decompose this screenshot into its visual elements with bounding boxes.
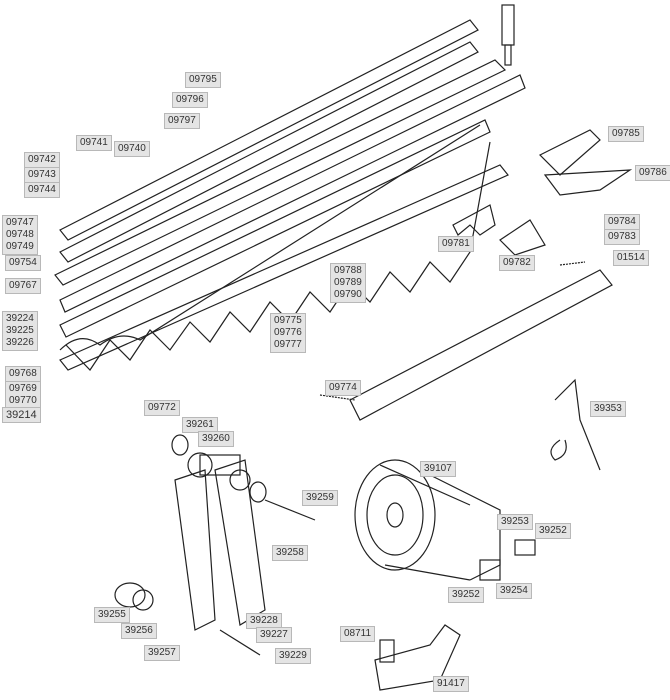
part-label-09775-09777: 09775 09776 09777 <box>270 313 306 353</box>
part-label-09796: 09796 <box>172 92 208 108</box>
pitman-arm <box>319 261 613 421</box>
part-label-39227: 39227 <box>256 627 292 643</box>
part-label-08711: 08711 <box>340 626 376 642</box>
part-label-39258: 39258 <box>272 545 308 561</box>
part-label-39353: 39353 <box>590 401 626 417</box>
part-label-09772: 09772 <box>144 400 180 416</box>
part-label-39224-39226: 39224 39225 39226 <box>2 311 38 351</box>
part-label-39229: 39229 <box>275 648 311 664</box>
bracket-91417 <box>374 624 461 691</box>
part-label-09747-09749: 09747 09748 09749 <box>2 215 38 255</box>
part-label-39107: 39107 <box>420 461 456 477</box>
part-label-09743: 09743 <box>24 167 60 183</box>
part-label-09767: 09767 <box>5 278 41 294</box>
part-label-09740: 09740 <box>114 141 150 157</box>
part-label-39259: 39259 <box>302 490 338 506</box>
part-label-39260: 39260 <box>198 431 234 447</box>
spring-39353 <box>550 378 601 471</box>
part-label-09785: 09785 <box>608 126 644 142</box>
part-label-39254: 39254 <box>496 583 532 599</box>
part-label-39255: 39255 <box>94 607 130 623</box>
part-label-09774: 09774 <box>325 380 361 396</box>
part-label-39257: 39257 <box>144 645 180 661</box>
part-label-09783: 09783 <box>604 229 640 245</box>
part-label-09786: 09786 <box>635 165 670 181</box>
part-label-09784: 09784 <box>604 214 640 230</box>
part-label-09768: 09768 <box>5 366 41 382</box>
part-label-39256: 39256 <box>121 623 157 639</box>
part-label-91417: 91417 <box>433 676 469 692</box>
part-label-39252-a: 39252 <box>535 523 571 539</box>
part-label-09797: 09797 <box>164 113 200 129</box>
bolt-top <box>501 4 515 66</box>
plates <box>452 204 546 256</box>
pulley-39107 <box>354 459 536 581</box>
part-label-01514: 01514 <box>613 250 649 266</box>
part-label-39214: 39214 <box>2 407 41 423</box>
part-label-39252-b: 39252 <box>448 587 484 603</box>
part-label-09795: 09795 <box>185 72 221 88</box>
part-label-09744: 09744 <box>24 182 60 198</box>
part-label-09782: 09782 <box>499 255 535 271</box>
guard-bracket <box>538 129 633 196</box>
part-label-09754: 09754 <box>5 255 41 271</box>
part-label-09742: 09742 <box>24 152 60 168</box>
part-label-09769-09770: 09769 09770 <box>5 381 41 409</box>
part-label-39261: 39261 <box>182 417 218 433</box>
cutter-bars <box>54 19 526 371</box>
lever-frame <box>114 434 316 656</box>
part-label-39253: 39253 <box>497 514 533 530</box>
part-label-09741: 09741 <box>76 135 112 151</box>
part-label-09781: 09781 <box>438 236 474 252</box>
part-label-09788-09790: 09788 09789 09790 <box>330 263 366 303</box>
